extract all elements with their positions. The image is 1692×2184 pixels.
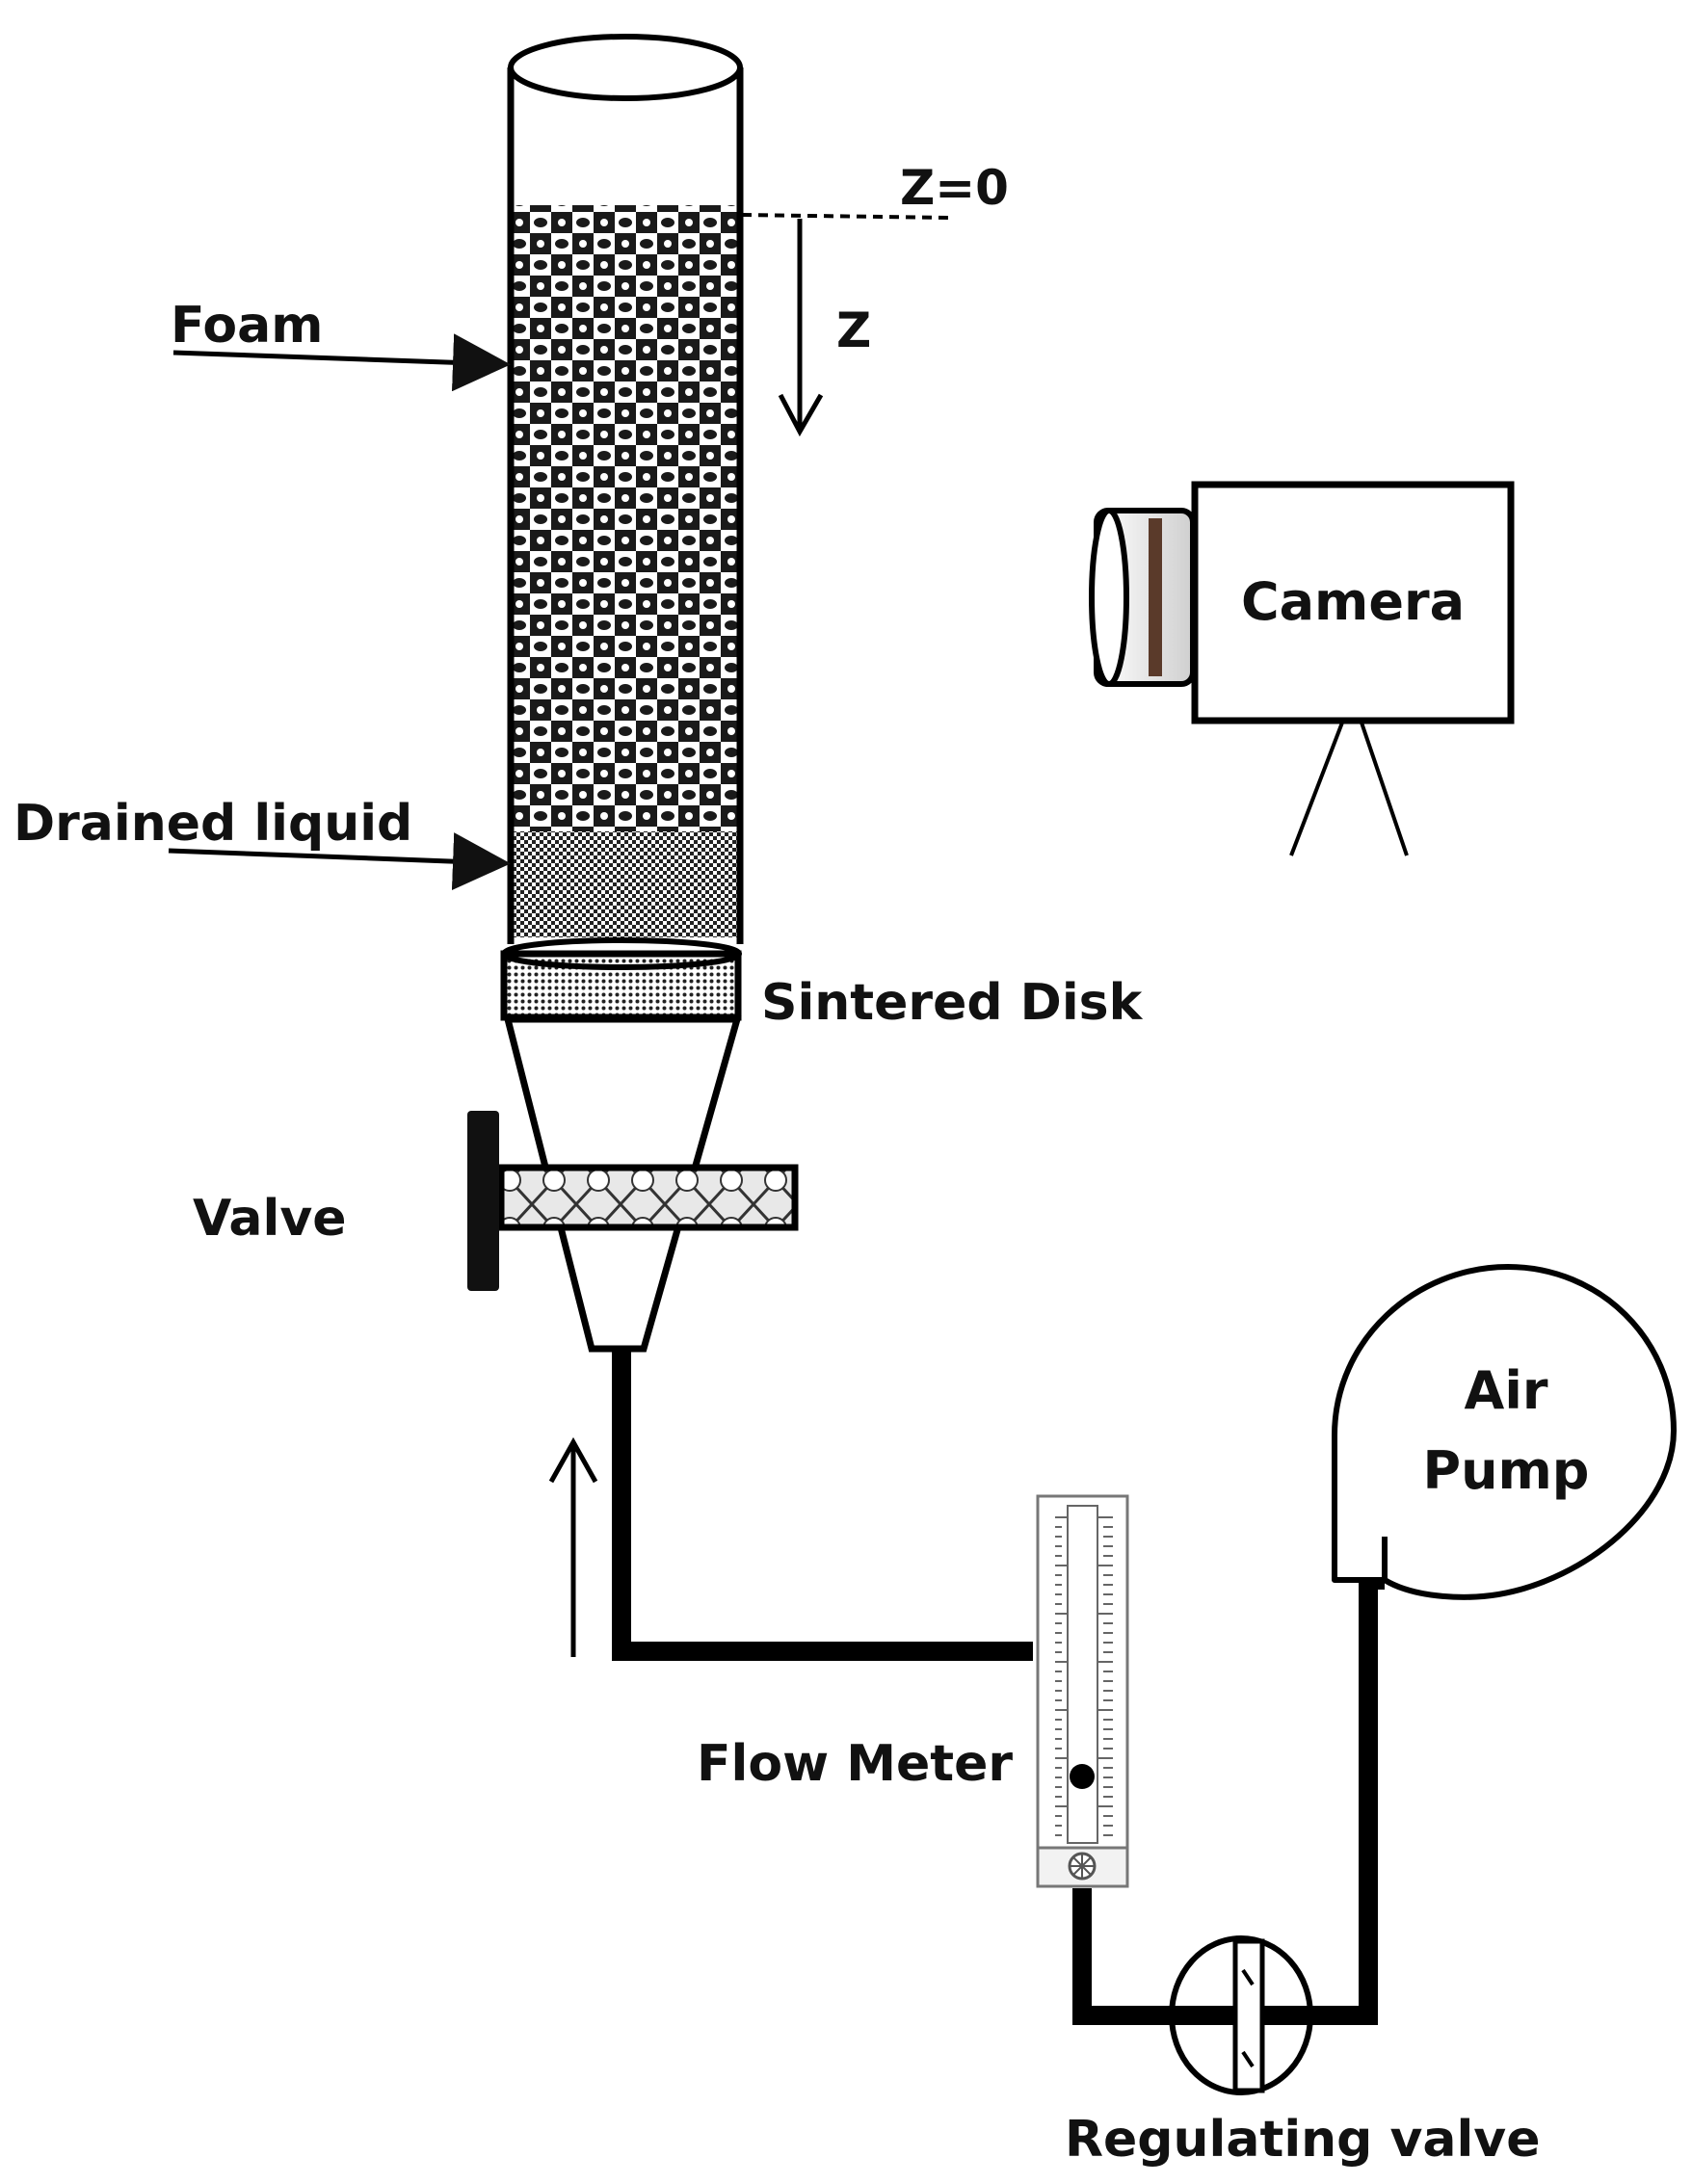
camera-icon (1089, 481, 1515, 856)
flow-meter-scale-right (1098, 1516, 1113, 1836)
drained-liquid-fill (513, 831, 738, 937)
valve-handle[interactable] (467, 1111, 499, 1291)
valve-body (497, 1164, 799, 1231)
regulating-valve[interactable] (1169, 1935, 1313, 2095)
valve[interactable] (467, 1111, 799, 1291)
air-pump (1332, 1264, 1677, 1600)
valve-label: Valve (193, 1190, 346, 1248)
air-pump-label-line2: Pump (1423, 1440, 1590, 1501)
z-axis-marker (741, 213, 950, 437)
sintered-disk-label: Sintered Disk (761, 974, 1144, 1032)
drained-liquid-pointer-arrow (168, 832, 511, 891)
flow-meter-float (1070, 1764, 1095, 1789)
column-top-opening (508, 34, 743, 101)
z-label: Z (836, 303, 871, 358)
foam-column (507, 34, 744, 944)
flow-direction-arrow (548, 1436, 598, 1657)
foam-pointer-arrow (172, 333, 511, 392)
flow-meter-label: Flow Meter (697, 1735, 1013, 1793)
air-pump-label-line1: Air (1465, 1360, 1548, 1421)
z0-label: Z=0 (900, 160, 1009, 216)
sintered-disk (500, 937, 742, 1021)
pipe-to-funnel (612, 1351, 1033, 1661)
foam-fill (513, 205, 738, 831)
flow-meter-scale-left (1055, 1516, 1067, 1836)
foam-label: Foam (171, 297, 323, 355)
drained-liquid-label: Drained liquid (13, 795, 412, 853)
camera-label: Camera (1241, 571, 1465, 632)
flow-meter (1036, 1494, 1129, 1888)
regulating-valve-label: Regulating valve (1065, 2111, 1540, 2169)
